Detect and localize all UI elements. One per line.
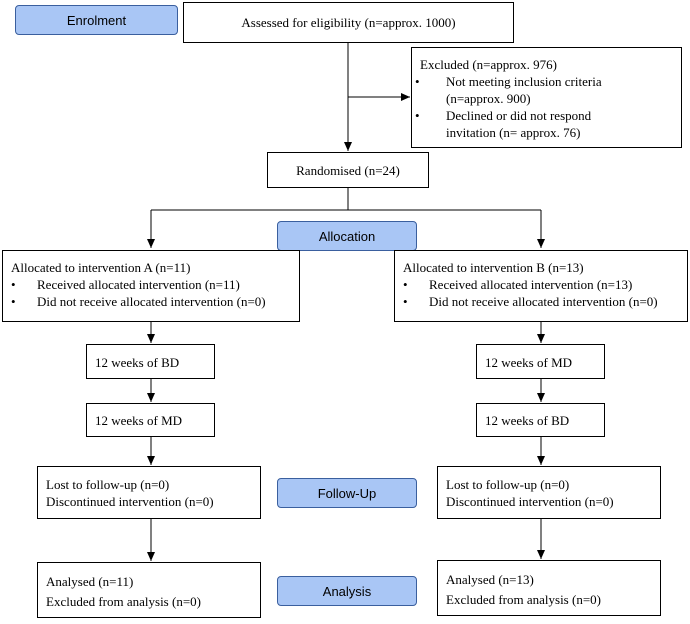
arm-a-allocation-box: Allocated to intervention A (n=11) Recei…: [2, 250, 300, 322]
arm-a-period-1-box: 12 weeks of BD: [86, 344, 215, 379]
arm-b-period-2: 12 weeks of BD: [485, 413, 570, 428]
stage-follow-up: Follow-Up: [277, 478, 417, 508]
arm-a-received: Received allocated intervention (n=11): [7, 276, 299, 293]
arm-b-allocated: Allocated to intervention B (n=13): [403, 260, 584, 275]
arm-b-not-received: Did not receive allocated intervention (…: [399, 293, 687, 310]
arm-b-excluded-analysis: Excluded from analysis (n=0): [446, 592, 601, 607]
randomised-box: Randomised (n=24): [267, 152, 429, 188]
excluded-item-2-cont: invitation (n= approx. 76): [446, 125, 581, 140]
arm-b-period-2-box: 12 weeks of BD: [476, 403, 605, 437]
arm-a-period-2: 12 weeks of MD: [95, 413, 183, 428]
stage-enrolment: Enrolment: [15, 5, 178, 35]
arm-a-allocated: Allocated to intervention A (n=11): [11, 260, 191, 275]
assessed-text: Assessed for eligibility (n=approx. 1000…: [241, 15, 456, 30]
arm-a-period-1: 12 weeks of BD: [95, 355, 180, 370]
arm-a-discontinued: Discontinued intervention (n=0): [46, 494, 214, 509]
arm-a-follow-up-box: Lost to follow-up (n=0) Discontinued int…: [37, 466, 261, 519]
excluded-title: Excluded (n=approx. 976): [420, 57, 557, 72]
arm-b-allocation-box: Allocated to intervention B (n=13) Recei…: [394, 250, 688, 322]
stage-analysis: Analysis: [277, 576, 417, 606]
arm-a-lost: Lost to follow-up (n=0): [46, 477, 170, 492]
arm-a-excluded-analysis: Excluded from analysis (n=0): [46, 594, 201, 609]
excluded-item-1: Not meeting inclusion criteria: [411, 73, 681, 90]
arm-b-analysis-box: Analysed (n=13) Excluded from analysis (…: [437, 560, 661, 616]
arm-a-period-2-box: 12 weeks of MD: [86, 403, 215, 437]
arm-b-discontinued: Discontinued intervention (n=0): [446, 494, 614, 509]
arm-a-analysis-box: Analysed (n=11) Excluded from analysis (…: [37, 562, 261, 618]
arm-b-follow-up-box: Lost to follow-up (n=0) Discontinued int…: [437, 466, 661, 519]
arm-a-analysed: Analysed (n=11): [46, 574, 134, 589]
assessed-box: Assessed for eligibility (n=approx. 1000…: [183, 2, 514, 43]
arm-a-not-received: Did not receive allocated intervention (…: [7, 293, 299, 310]
arm-b-period-1: 12 weeks of MD: [485, 355, 573, 370]
excluded-box: Excluded (n=approx. 976) Not meeting inc…: [411, 47, 682, 148]
arm-b-analysed: Analysed (n=13): [446, 572, 534, 587]
arm-b-lost: Lost to follow-up (n=0): [446, 477, 570, 492]
excluded-item-2: Declined or did not respond: [411, 107, 681, 124]
arm-b-received: Received allocated intervention (n=13): [399, 276, 687, 293]
excluded-item-1-cont: (n=approx. 900): [446, 91, 531, 106]
stage-allocation: Allocation: [277, 221, 417, 251]
arm-b-period-1-box: 12 weeks of MD: [476, 344, 605, 379]
randomised-text: Randomised (n=24): [296, 162, 400, 178]
